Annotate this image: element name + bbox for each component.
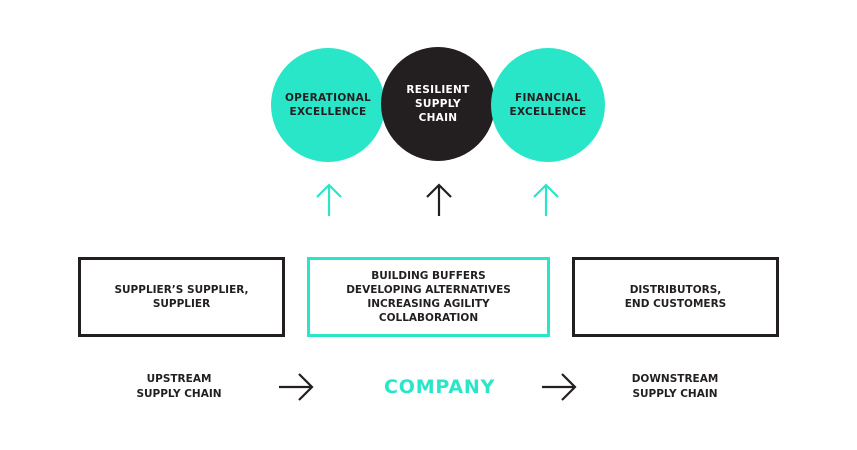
arrow-up-icon	[533, 183, 559, 216]
financial-excellence-label: FINANCIAL EXCELLENCE	[509, 92, 587, 118]
arrow-up-icon	[316, 183, 342, 216]
upstream-box: SUPPLIER’S SUPPLIER, SUPPLIER	[78, 257, 285, 337]
operational-excellence-label: OPERATIONAL EXCELLENCE	[284, 92, 372, 118]
resilient-supply-chain-label: RESILIENT SUPPLY CHAIN	[406, 84, 470, 124]
company-box: BUILDING BUFFERS DEVELOPING ALTERNATIVES…	[307, 257, 550, 337]
operational-excellence-circle: OPERATIONAL EXCELLENCE	[271, 48, 385, 162]
downstream-box: DISTRIBUTORS, END CUSTOMERS	[572, 257, 779, 337]
arrow-right-icon	[542, 373, 577, 401]
company-label: COMPANY	[384, 376, 496, 398]
company-box-text: BUILDING BUFFERS DEVELOPING ALTERNATIVES…	[346, 270, 511, 324]
resilient-supply-chain-circle: RESILIENT SUPPLY CHAIN	[381, 47, 495, 161]
downstream-box-text: DISTRIBUTORS, END CUSTOMERS	[624, 284, 727, 310]
upstream-box-text: SUPPLIER’S SUPPLIER, SUPPLIER	[114, 284, 249, 310]
arrow-up-icon	[426, 183, 452, 216]
downstream-supply-chain-label: DOWNSTREAM SUPPLY CHAIN	[631, 373, 719, 400]
arrow-right-icon	[279, 373, 314, 401]
financial-excellence-circle: FINANCIAL EXCELLENCE	[491, 48, 605, 162]
upstream-supply-chain-label: UPSTREAM SUPPLY CHAIN	[136, 373, 222, 400]
